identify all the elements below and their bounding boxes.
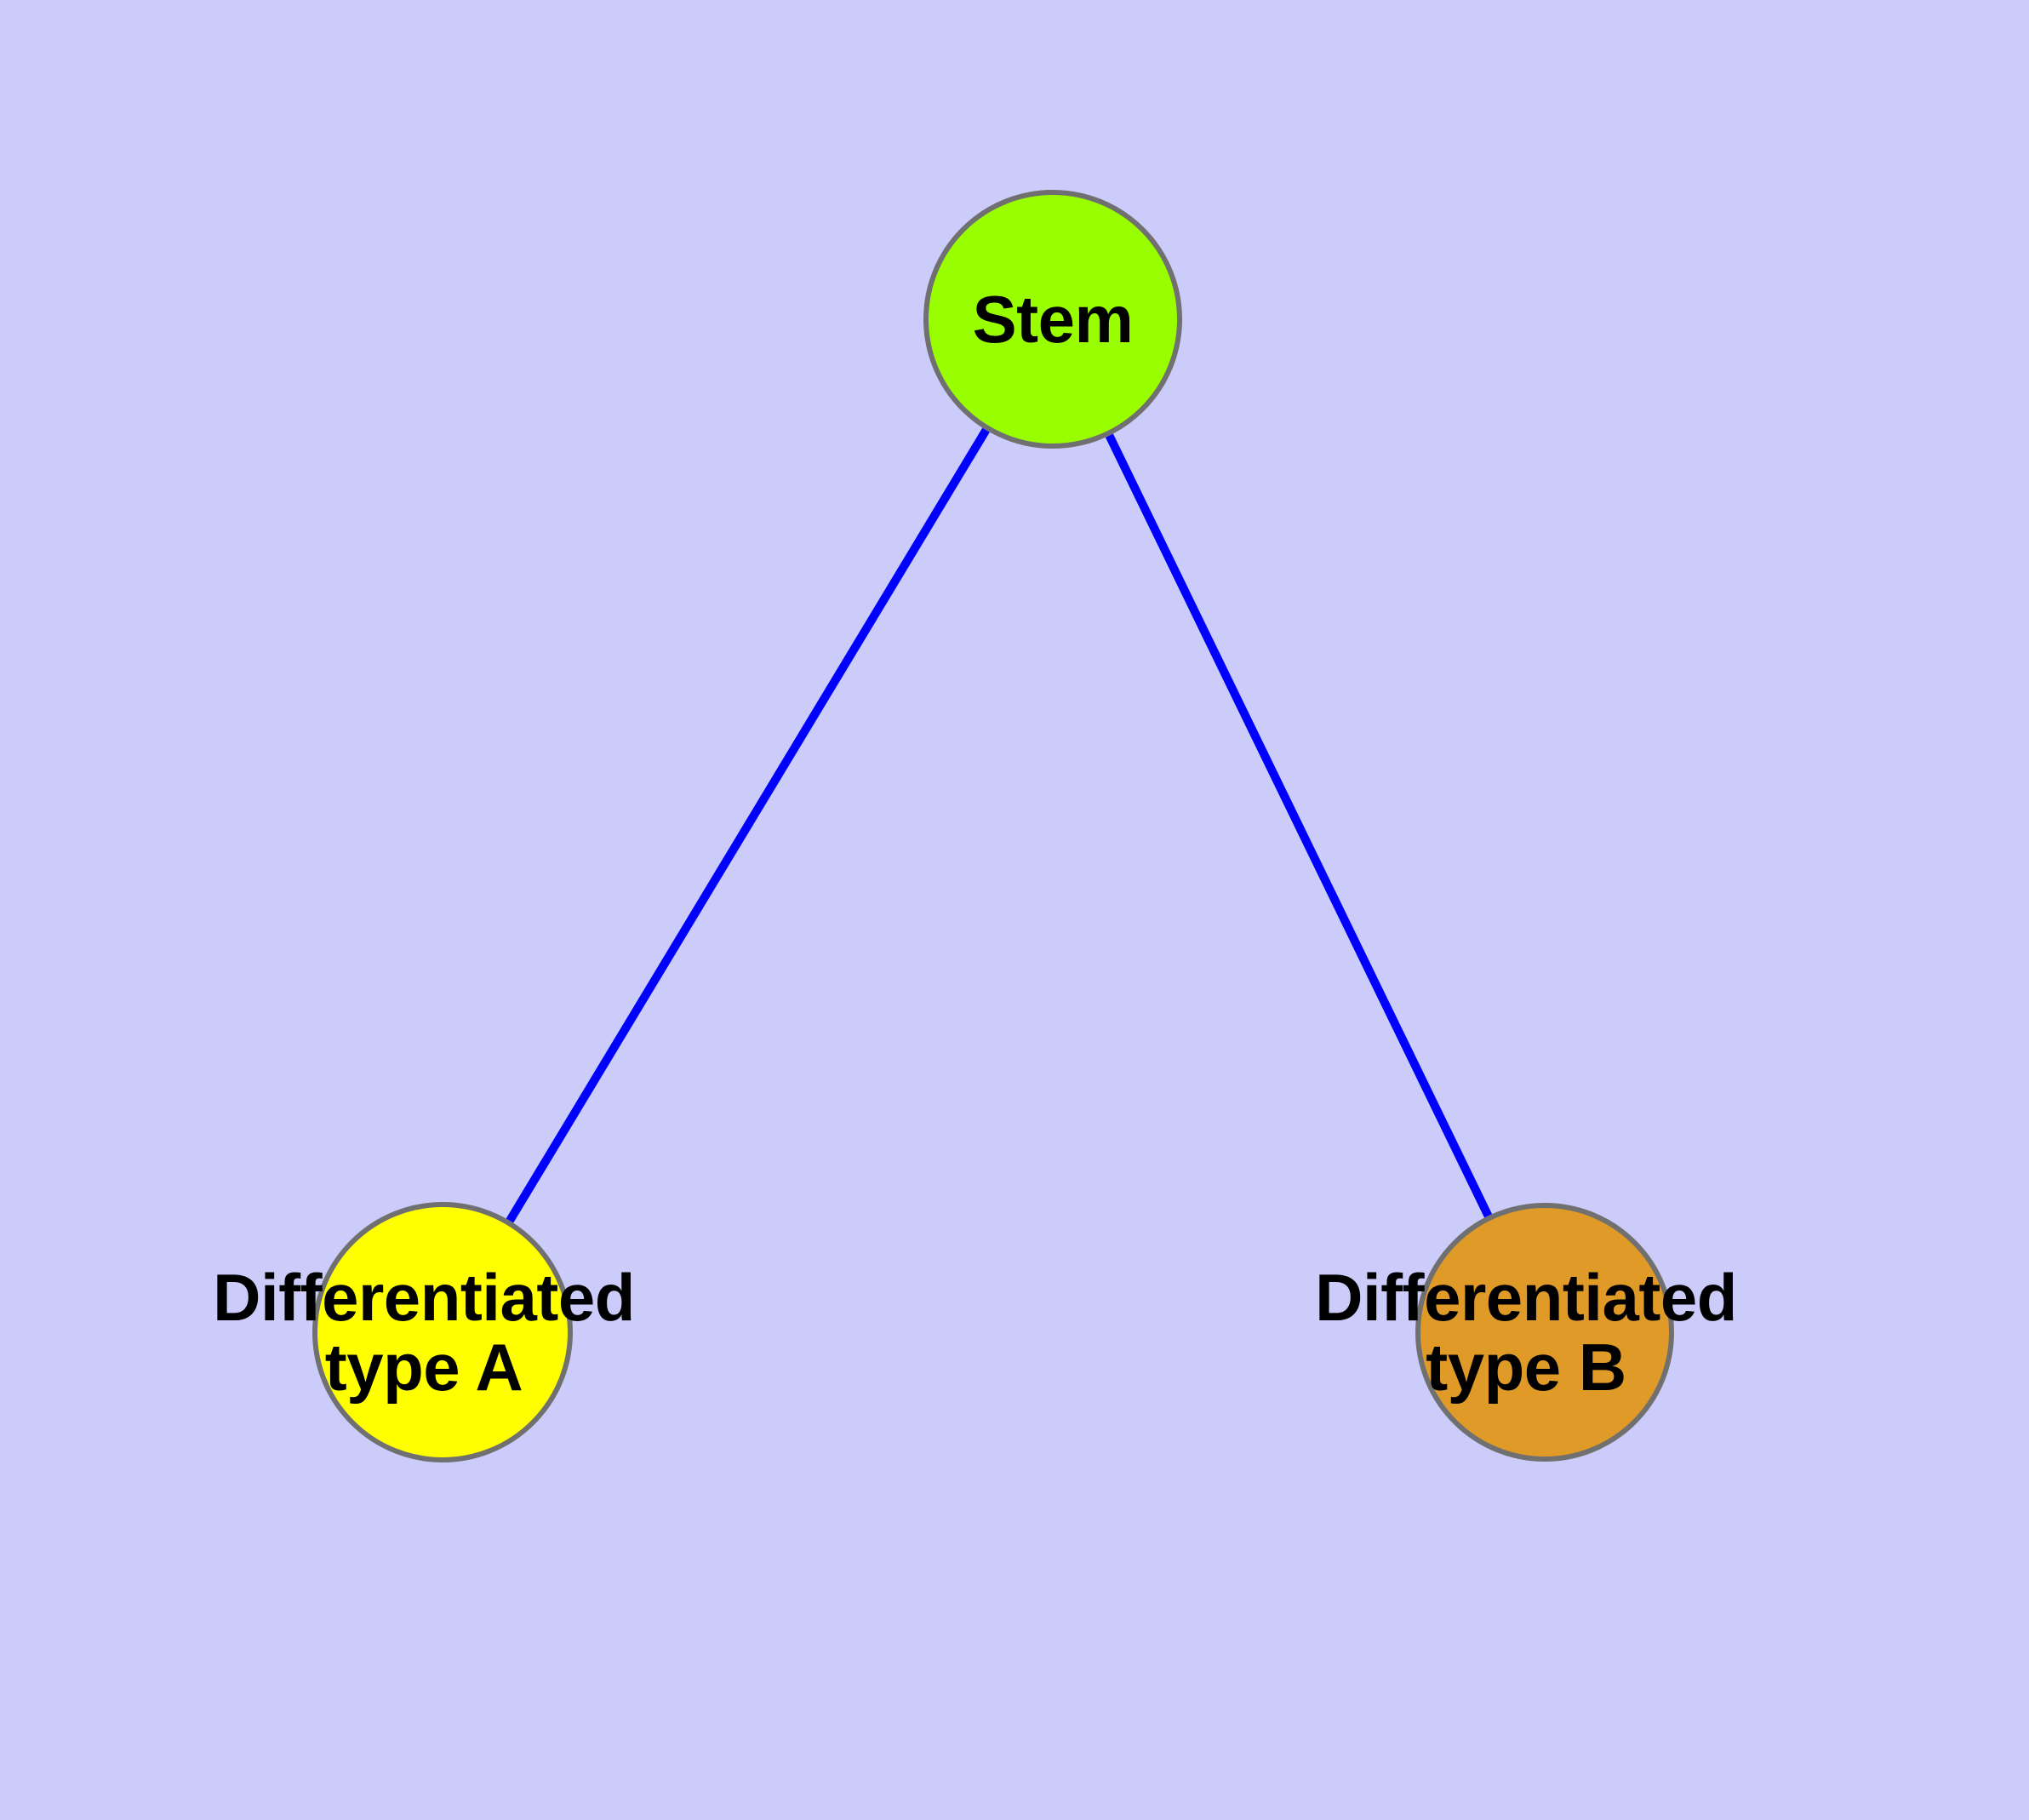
node-diff_a[interactable] <box>312 1202 573 1462</box>
node-diff_b[interactable] <box>1415 1203 1674 1462</box>
edge-stem-to-diff_a <box>506 427 990 1223</box>
node-stem[interactable] <box>923 190 1182 449</box>
edge-stem-to-diff_b <box>1105 433 1493 1218</box>
